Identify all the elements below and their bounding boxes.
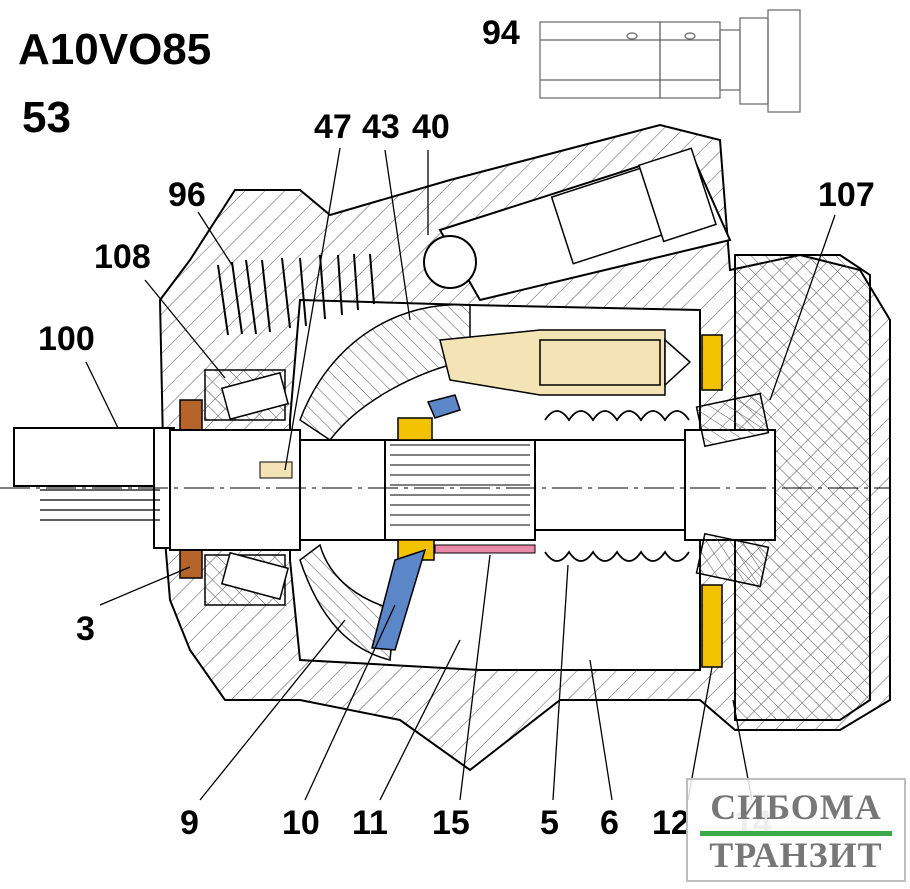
callout-107: 107	[818, 176, 875, 214]
cylinder-springs	[544, 410, 690, 562]
drive-shaft	[0, 427, 890, 551]
callout-6: 6	[600, 804, 619, 842]
callout-15: 15	[432, 804, 470, 842]
sibomatranzit-logo: СИБОМА ТРАНЗИТ	[686, 778, 906, 882]
callout-47: 47	[314, 108, 352, 146]
callout-108: 108	[94, 238, 151, 276]
logo-line1: СИБОМА	[710, 787, 882, 827]
part-94-detail	[539, 9, 801, 113]
callout-10: 10	[282, 804, 320, 842]
callout-94: 94	[482, 14, 520, 52]
logo-line2: ТРАНЗИТ	[709, 835, 883, 875]
piston-assembly	[439, 329, 692, 396]
front-bearing	[179, 369, 290, 606]
series-number: 53	[22, 93, 71, 142]
callout-100: 100	[38, 320, 95, 358]
callout-96: 96	[168, 176, 206, 214]
callout-40: 40	[412, 108, 450, 146]
model-title: A10VO85	[18, 25, 212, 74]
callout-11: 11	[352, 804, 388, 842]
leader-lines	[85, 147, 836, 801]
callout-12: 12	[652, 804, 690, 842]
pink-sleeve	[434, 544, 536, 554]
callout-43: 43	[362, 108, 400, 146]
springs	[217, 253, 375, 336]
rear-bearing	[695, 392, 770, 588]
swash-plate	[299, 235, 477, 661]
callout-3: 3	[76, 610, 95, 648]
callout-9: 9	[180, 804, 199, 842]
yellow-components	[397, 334, 723, 668]
logo-divider	[700, 831, 892, 836]
callout-5: 5	[540, 804, 559, 842]
